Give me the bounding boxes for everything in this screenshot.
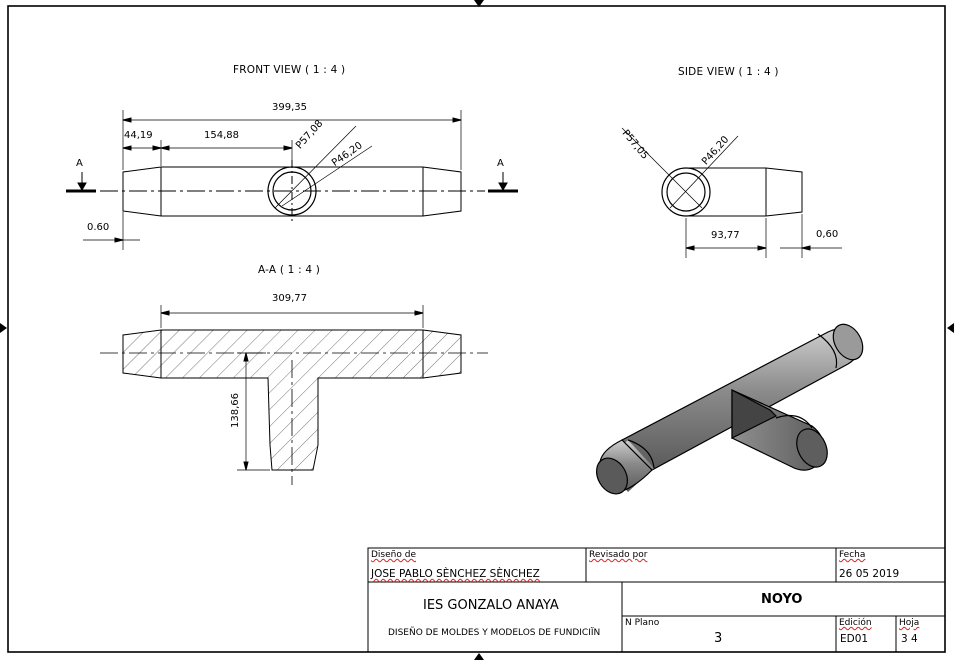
tb-course: DISEÑO DE MOLDES Y MODELOS DE FUNDICIÏN — [388, 628, 601, 638]
section-dim-height: 138,66 — [230, 393, 241, 428]
side-view-title: SIDE VIEW ( 1 : 4 ) — [678, 66, 779, 78]
tb-date: 26 05 2019 — [839, 568, 900, 580]
section-mark-left: A — [76, 158, 83, 169]
tb-sheet-caption: Hoja — [899, 618, 920, 628]
title-block — [367, 547, 946, 653]
dim-chamfer: 0.60 — [87, 222, 110, 233]
side-view — [621, 127, 842, 258]
section-mark-right: A — [497, 158, 504, 169]
tb-school: IES GONZALO ANAYA — [423, 598, 559, 613]
dim-left-to-center: 154,88 — [204, 130, 239, 141]
tb-part-name: NOYO — [761, 592, 803, 607]
tb-reviewed-caption: Revisado por — [589, 550, 648, 560]
section-view — [100, 305, 488, 485]
tb-design-caption: Diseño de — [371, 550, 416, 560]
tb-plan-caption: N Plano — [625, 618, 660, 628]
isometric-view — [595, 323, 864, 495]
tb-edition: ED01 — [840, 633, 869, 645]
front-view — [66, 110, 518, 250]
sheet-border — [7, 5, 946, 653]
tb-designer: JOSE PABLO SÈNCHEZ SÈNCHEZ — [371, 568, 540, 580]
front-view-title: FRONT VIEW ( 1 : 4 ) — [233, 64, 346, 76]
dim-left-end: 44,19 — [124, 130, 153, 141]
side-dim-length: 93,77 — [711, 230, 740, 241]
tb-plan-number: 3 — [714, 631, 723, 646]
side-dim-chamfer: 0,60 — [816, 229, 839, 240]
tb-sheet: 3 4 — [901, 633, 918, 645]
tb-edition-caption: Edición — [839, 618, 872, 628]
tb-date-caption: Fecha — [839, 550, 866, 560]
section-view-title: A-A ( 1 : 4 ) — [258, 264, 321, 276]
dim-overall-length: 399,35 — [272, 102, 307, 113]
section-dim-length: 309,77 — [272, 293, 307, 304]
